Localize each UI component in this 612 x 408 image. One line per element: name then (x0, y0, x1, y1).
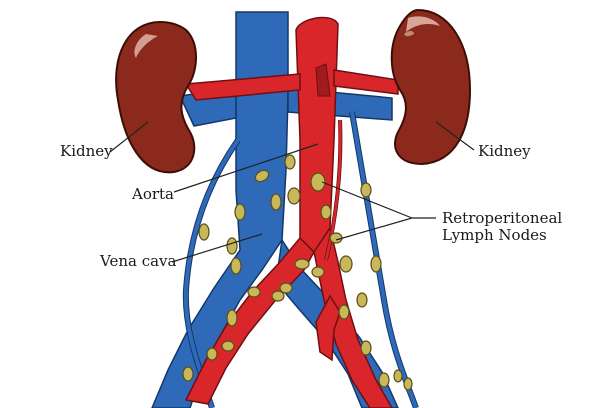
leader-line-lymph-1 (321, 181, 413, 219)
lymph-node (270, 193, 282, 211)
lymph-node (247, 286, 261, 298)
leader-line-kidney-right (435, 121, 475, 151)
lymph-node (338, 304, 350, 320)
label-kidney-right: Kidney (478, 142, 531, 160)
lymph-node (287, 187, 301, 205)
aorta (184, 16, 399, 408)
kidney-right (390, 8, 472, 166)
lymph-node (230, 257, 242, 275)
lymph-node (393, 369, 403, 383)
label-kidney-left: Kidney (60, 142, 113, 160)
lymph-node (356, 292, 368, 308)
lymph-node (254, 169, 270, 183)
label-lymph-nodes-line1: Retroperitoneal (442, 209, 563, 227)
leader-line-lymph-2 (335, 217, 413, 241)
leader-lines (109, 121, 475, 263)
lymph-node (271, 290, 285, 302)
lymph-node (234, 203, 246, 221)
lymph-node (403, 377, 413, 391)
lymph-node (329, 232, 343, 244)
lymph-node (360, 340, 372, 356)
lymph-node (226, 237, 238, 255)
lymph-nodes (182, 154, 413, 391)
label-lymph-nodes: Retroperitoneal Lymph Nodes (442, 210, 592, 244)
label-vena-cava: Vena cava (100, 252, 177, 270)
lymph-node (198, 223, 210, 241)
lymph-node (378, 372, 390, 388)
lymph-node (279, 282, 293, 294)
leader-line-vena-cava (171, 233, 263, 263)
kidney-left (115, 20, 197, 174)
lymph-node (182, 366, 194, 382)
lymph-node (310, 172, 326, 192)
lymph-node (294, 258, 310, 270)
lymph-node (284, 154, 296, 170)
lymph-node (339, 255, 353, 273)
leader-line-kidney-left (109, 121, 149, 153)
lymph-node (226, 309, 238, 327)
lymph-node (320, 204, 332, 220)
leader-line-aorta (173, 143, 319, 193)
lymph-node (311, 266, 325, 278)
lymph-node (206, 347, 218, 361)
label-lymph-nodes-line2: Lymph Nodes (442, 226, 547, 244)
lymph-node (370, 255, 382, 273)
lymph-node (221, 340, 235, 352)
label-aorta: Aorta (132, 185, 175, 203)
lymph-node (360, 182, 372, 198)
